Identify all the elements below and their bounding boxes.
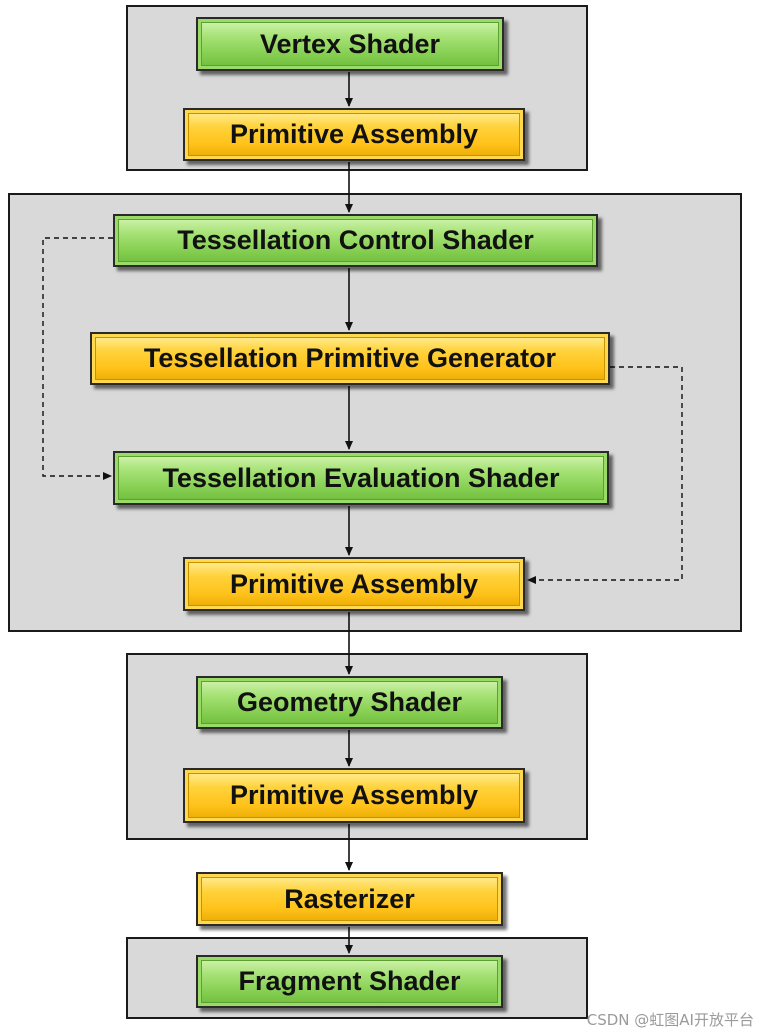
primitive-assembly-box-2: Primitive Assembly xyxy=(183,557,525,611)
dashed-control-to-evaluation xyxy=(42,237,113,480)
dashed-generator-to-assembly xyxy=(527,366,683,584)
fragment-shader-box: Fragment Shader xyxy=(196,955,503,1008)
tessellation-evaluation-shader-box: Tessellation Evaluation Shader xyxy=(113,451,609,505)
primitive-assembly-box-3: Primitive Assembly xyxy=(183,768,525,823)
rasterizer-box: Rasterizer xyxy=(196,872,503,926)
vertex-shader-box: Vertex Shader xyxy=(196,17,504,71)
tessellation-control-shader-box: Tessellation Control Shader xyxy=(113,214,598,267)
tessellation-primitive-generator-box: Tessellation Primitive Generator xyxy=(90,332,610,385)
primitive-assembly-box-1: Primitive Assembly xyxy=(183,108,525,161)
watermark: CSDN @虹图AI开放平台 xyxy=(586,1011,754,1029)
geometry-shader-box: Geometry Shader xyxy=(196,676,503,729)
